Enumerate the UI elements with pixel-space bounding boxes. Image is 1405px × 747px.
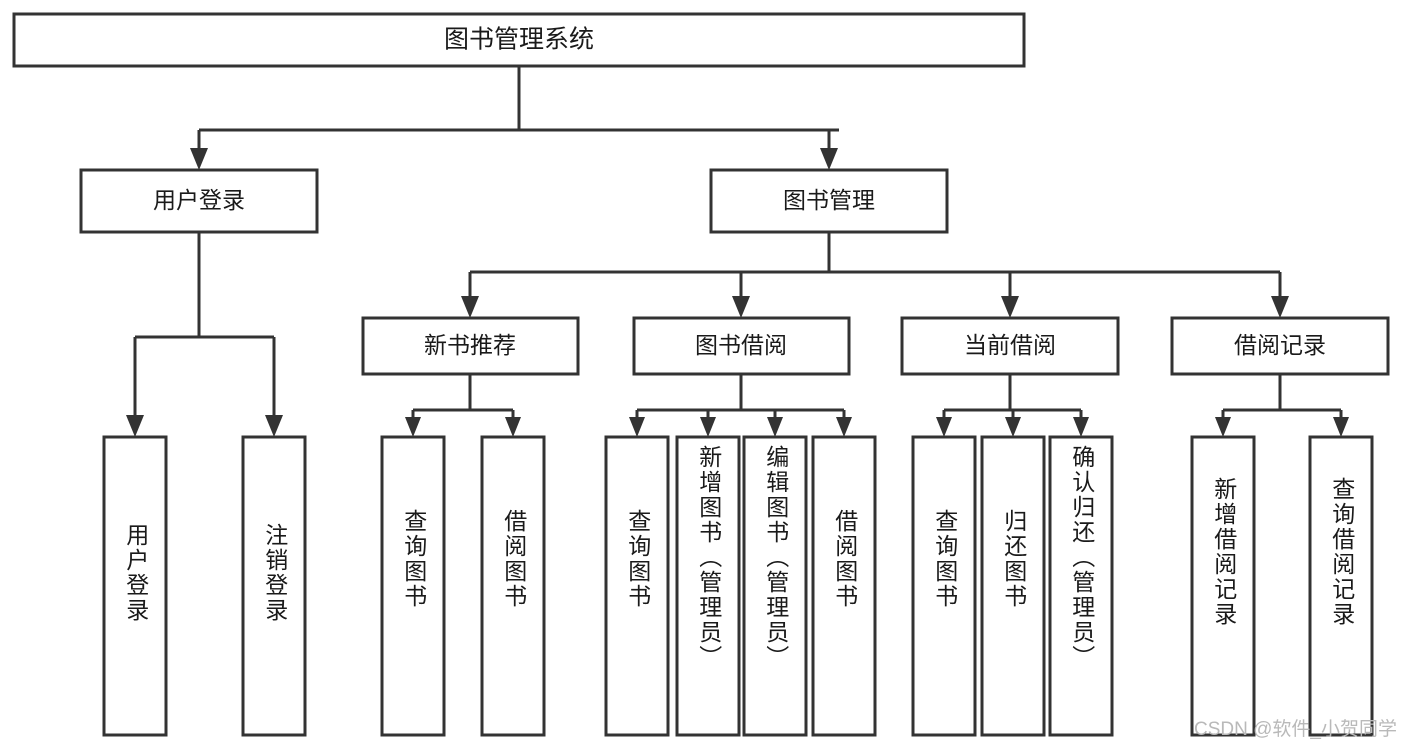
node-borrow-record-rect (1170, 316, 1390, 376)
node-leaf-query-record-rect[interactable] (1308, 435, 1374, 737)
node-current-borrow-rect (900, 316, 1120, 376)
node-user-login-rect (79, 168, 319, 234)
arrowhead-leaf-query-book-2 (629, 417, 645, 437)
arrowhead-leaf-add-record (1215, 417, 1231, 437)
connector-group-current-borrow (936, 374, 1089, 437)
arrowhead-leaf-confirm-return (1073, 417, 1089, 437)
arrowhead-leaf-user-login (126, 415, 144, 437)
node-book-manage-label: 图书管理 (783, 187, 875, 213)
connector-group-book-borrow (629, 374, 852, 437)
connector-group-borrow-record (1215, 374, 1349, 437)
arrowhead-current-borrow (1001, 296, 1019, 318)
node-new-book-recommend[interactable]: 新书推荐 (361, 316, 580, 376)
node-leaf-logout-rect[interactable] (241, 435, 307, 737)
node-leaf-confirm-return-rect[interactable] (1048, 435, 1114, 737)
node-book-borrow[interactable]: 图书借阅 (632, 316, 851, 376)
arrowhead-borrow-record (1271, 296, 1289, 318)
arrowhead-user-login (190, 148, 208, 170)
arrowhead-leaf-query-book-3 (936, 417, 952, 437)
arrowhead-leaf-borrow-book-2 (836, 417, 852, 437)
connector-group-user-login (126, 232, 283, 437)
node-leaf-edit-book-rect[interactable] (742, 435, 808, 737)
node-book-manage-rect (709, 168, 949, 234)
arrowhead-leaf-logout (265, 415, 283, 437)
node-leaf-query-book-1-rect[interactable] (380, 435, 446, 737)
node-leaf-borrow-book-1-rect[interactable] (480, 435, 546, 737)
arrowhead-leaf-return-book (1005, 417, 1021, 437)
node-leaf-add-record-rect[interactable] (1190, 435, 1256, 737)
node-current-borrow-label: 当前借阅 (964, 332, 1056, 358)
node-new-book-recommend-rect (361, 316, 580, 376)
arrowhead-book-manage (820, 148, 838, 170)
node-borrow-record[interactable]: 借阅记录 (1170, 316, 1390, 376)
node-leaf-add-book-rect[interactable] (675, 435, 741, 737)
arrowhead-leaf-add-book (700, 417, 716, 437)
arrowhead-leaf-edit-book (767, 417, 783, 437)
node-book-manage[interactable]: 图书管理 (709, 168, 949, 234)
node-leaf-query-book-3-rect[interactable] (911, 435, 977, 737)
node-leaf-return-book-rect[interactable] (980, 435, 1046, 737)
node-current-borrow[interactable]: 当前借阅 (900, 316, 1120, 376)
node-root[interactable]: 图书管理系统 (12, 12, 1026, 68)
arrowhead-leaf-borrow-book-1 (505, 417, 521, 437)
arrowhead-leaf-query-record (1333, 417, 1349, 437)
node-root-rect (12, 12, 1026, 68)
connector-group-book-manage (461, 232, 1289, 318)
node-root-label: 图书管理系统 (444, 26, 594, 54)
connector-group-new-book-recommend (405, 374, 521, 437)
leaf-rect-group (102, 435, 1374, 737)
node-user-login-label: 用户登录 (153, 187, 245, 213)
arrowhead-leaf-query-book-1 (405, 417, 421, 437)
node-borrow-record-label: 借阅记录 (1234, 332, 1326, 358)
node-book-borrow-label: 图书借阅 (695, 332, 787, 358)
node-user-login[interactable]: 用户登录 (79, 168, 319, 234)
arrowhead-book-borrow (732, 296, 750, 318)
node-leaf-query-book-2-rect[interactable] (604, 435, 670, 737)
node-leaf-borrow-book-2-rect[interactable] (811, 435, 877, 737)
node-book-borrow-rect (632, 316, 851, 376)
node-new-book-recommend-label: 新书推荐 (424, 332, 516, 358)
connector-group-root (190, 66, 839, 170)
arrowhead-new-book-recommend (461, 296, 479, 318)
node-leaf-user-login-rect[interactable] (102, 435, 168, 737)
